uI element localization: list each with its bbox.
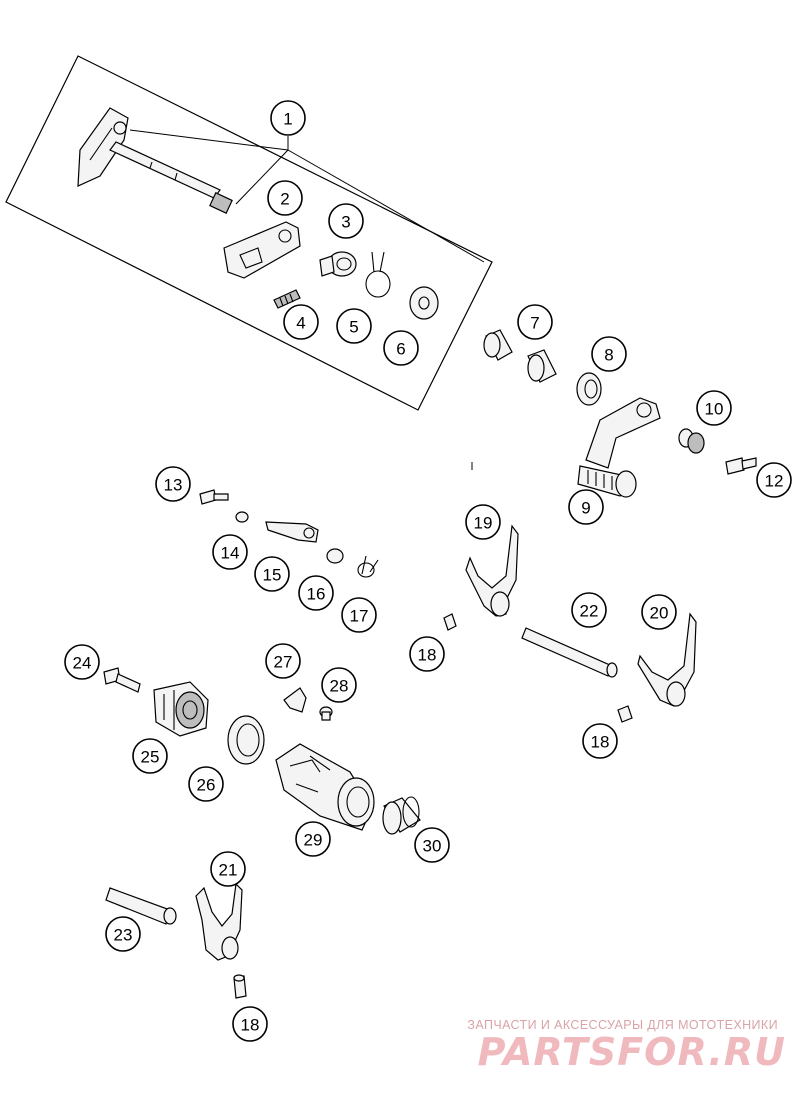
watermark-tagline: ЗАПЧАСТИ И АКСЕССУАРЫ ДЛЯ МОТОТЕХНИКИ [467,1018,778,1032]
part-return-spring [365,251,391,298]
part-locking-spring [357,555,379,578]
callout-20: 20 [641,594,677,630]
callout-3: 3 [328,203,364,239]
part-bearing-30 [382,796,421,835]
part-bushing-7 [483,329,557,383]
callout-13: 13 [155,466,191,502]
svg-text:12: 12 [765,472,784,491]
callout-22: 22 [571,592,607,628]
part-small-washer [235,511,249,523]
callout-6: 6 [383,330,419,366]
part-shift-fork-20 [637,612,697,707]
watermark-logo: PARTSFOR.RU [477,1030,786,1074]
callout-30: 30 [414,827,450,863]
part-shift-lever [577,397,661,498]
callout-17: 17 [341,597,377,633]
part-plate [223,221,301,279]
callout-25: 25 [132,738,168,774]
svg-text:25: 25 [141,748,160,767]
callout-4: 4 [283,304,319,340]
callout-26: 26 [188,766,224,802]
callout-28: 28 [321,667,357,703]
part-shift-cam [153,681,209,737]
callout-1: 1 [270,100,306,136]
leader-lines [129,129,485,470]
assembly-group-frame [5,55,493,411]
part-washer [409,286,439,320]
svg-text:18: 18 [591,733,610,752]
svg-text:18: 18 [418,646,437,665]
part-roller [326,548,344,564]
svg-text:29: 29 [304,831,323,850]
svg-text:10: 10 [705,400,724,419]
svg-text:9: 9 [581,499,590,518]
callout-27: 27 [265,643,301,679]
svg-text:5: 5 [349,318,358,337]
svg-text:21: 21 [219,861,238,880]
callout-5: 5 [336,308,372,344]
part-bushing-8 [576,372,602,406]
part-fork-rod-23 [105,887,177,925]
svg-text:19: 19 [474,514,493,533]
callout-9: 9 [568,489,604,525]
svg-text:26: 26 [197,776,216,795]
callout-2: 2 [267,180,303,216]
part-small-bolt [199,489,229,505]
callout-18-right: 18 [582,723,618,759]
svg-text:20: 20 [650,604,669,623]
callout-18-lower: 18 [232,1006,268,1042]
svg-text:24: 24 [73,654,92,673]
svg-text:7: 7 [530,314,539,333]
part-pin-18a [443,613,457,631]
part-bearing-26 [227,715,265,765]
svg-text:13: 13 [164,476,183,495]
part-shift-fork-19 [465,524,519,617]
svg-text:28: 28 [330,677,349,696]
callout-24: 24 [64,644,100,680]
part-pin-18c [233,974,247,999]
svg-text:1: 1 [283,110,292,129]
svg-text:16: 16 [307,585,326,604]
part-shift-fork-21 [195,882,243,961]
svg-text:18: 18 [241,1016,260,1035]
callout-18-upper: 18 [409,636,445,672]
callout-29: 29 [295,821,331,857]
callout-23: 23 [105,916,141,952]
part-shift-drum [275,743,375,831]
svg-text:3: 3 [341,213,350,232]
svg-text:2: 2 [280,190,289,209]
callout-7: 7 [517,304,553,340]
callout-19: 19 [465,504,501,540]
svg-text:27: 27 [274,653,293,672]
callout-21: 21 [210,851,246,887]
svg-text:22: 22 [580,602,599,621]
part-fork-rod-22 [521,627,618,678]
part-collar [319,251,357,277]
callout-16: 16 [298,575,334,611]
svg-text:14: 14 [221,544,240,563]
part-segment-27 [283,687,307,713]
part-shift-shaft [77,107,233,214]
svg-text:17: 17 [350,607,369,626]
part-drum-bolt [103,667,141,693]
callout-12: 12 [756,462,792,498]
part-screw-28 [319,706,333,721]
callout-15: 15 [254,556,290,592]
part-pin-18b [617,705,633,723]
part-lever-washer [678,428,705,454]
svg-text:23: 23 [114,926,133,945]
callout-10: 10 [696,390,732,426]
callout-8: 8 [591,336,627,372]
svg-text:4: 4 [296,314,305,333]
callout-14: 14 [212,534,248,570]
svg-text:15: 15 [263,566,282,585]
svg-text:30: 30 [423,837,442,856]
svg-text:8: 8 [604,346,613,365]
svg-text:6: 6 [396,340,405,359]
part-spring [273,289,301,309]
part-locking-lever [265,521,319,543]
part-lever-bolt [725,457,757,475]
